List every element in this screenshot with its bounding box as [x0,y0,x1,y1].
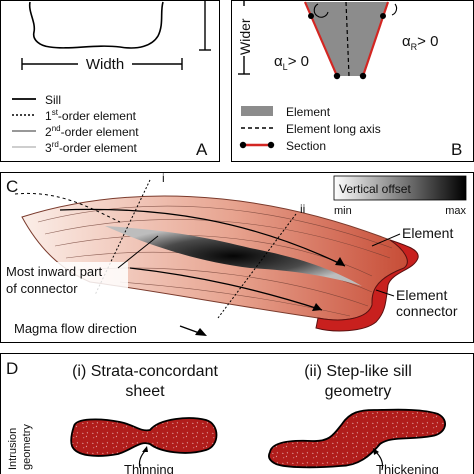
label-flow: Magma flow direction [14,321,137,336]
legend-third-order-label: 3rd-order element [45,140,138,155]
label-element-leader [371,233,401,247]
section-ii-label: ii [300,202,305,216]
label-connector-line2: connector [396,303,458,319]
label-inward-line1: Most inward part [6,264,102,279]
section-i-label: i [162,171,165,185]
legend-second-order-label: 2nd-order element [45,124,139,139]
col1-title-line2: sheet [125,383,165,400]
section-trace-dashed [14,192,121,223]
label-connector-line1: Element [396,287,447,303]
label-element: Element [402,225,453,241]
colorbar-max: max [445,205,466,217]
alpha-right-label: αR> 0 [402,33,438,52]
wider-label: Wider [237,18,253,55]
panel-b: Wider αL> 0 αR> 0 Element Element long a… [231,0,474,162]
colorbar [333,175,467,201]
label-inward-leader [117,235,159,269]
panel-b-letter: B [451,140,462,159]
panel-d-letter: D [6,359,18,378]
alpha-left-label: αL> 0 [274,53,309,72]
long-axis-line [345,1,350,77]
panel-a-legend: Sill 1st-order element 2nd-order element… [12,93,139,155]
thinning-arrow-head [142,446,148,452]
colorbar-title: Vertical offset [339,182,411,196]
flow-arrow-lower [129,267,323,311]
section-node [308,13,314,19]
label-inward-bg [4,262,128,298]
legend-first-order-label: 1st-order element [45,108,137,123]
section-node [380,13,386,19]
legend-section-node [239,141,247,149]
width-label-bg [78,54,132,72]
legend-section-label: Section [286,139,326,153]
sill-outline [28,1,164,49]
section-i-line [94,179,151,296]
flow-arrow-lower-head [312,303,322,311]
flow-direction-arrow-head [195,328,207,336]
step-like-sill [268,408,446,469]
thickening-label: Thickening [376,462,439,474]
element-edge [315,239,419,332]
panel-a: Width Sill 1st-order element 2nd-order e… [0,0,220,162]
label-connector-leader [375,289,395,297]
wider-label-bg [236,6,253,56]
col2-title-line2: geometry [325,383,392,400]
thickening-arrow-head [373,448,379,455]
panel-c: C i ii Vertical offset min max [0,171,474,343]
panel-a-letter: A [196,140,208,159]
flow-arrow-upper-head [335,257,345,266]
angle-arc-right [391,3,398,16]
legend-section-node [267,141,275,149]
panel-a-frame [0,0,220,162]
legend-sill-label: Sill [45,93,61,107]
section-ii-line [217,213,297,319]
legend-long-axis-label: Element long axis [286,122,381,136]
connector-zone [105,226,362,286]
panel-d: D (i) Strata-concordant sheet (ii) Step-… [0,353,474,474]
col1-title-line1: (i) Strata-concordant [72,363,218,380]
thinning-label: Thinning [124,462,174,474]
legend-element-label: Element [286,105,331,119]
legend-element-swatch [241,106,273,116]
width-label: Width [86,56,124,73]
section-node [333,72,341,80]
row-label-line1: Intrusion [7,428,19,470]
colorbar-min: min [334,205,352,217]
panel-b-legend: Element Element long axis Section [239,105,381,153]
section-node [359,72,367,80]
flow-arrow-upper [59,208,346,267]
row-label-line2: geometry [21,424,33,470]
strata-concordant-sheet [70,417,218,457]
angle-arc-left [313,3,329,18]
label-inward-line2: of connector [6,281,78,296]
col2-title-line1: (ii) Step-like sill [304,363,412,380]
panel-c-letter: C [6,177,18,196]
element-wedge [305,2,388,76]
